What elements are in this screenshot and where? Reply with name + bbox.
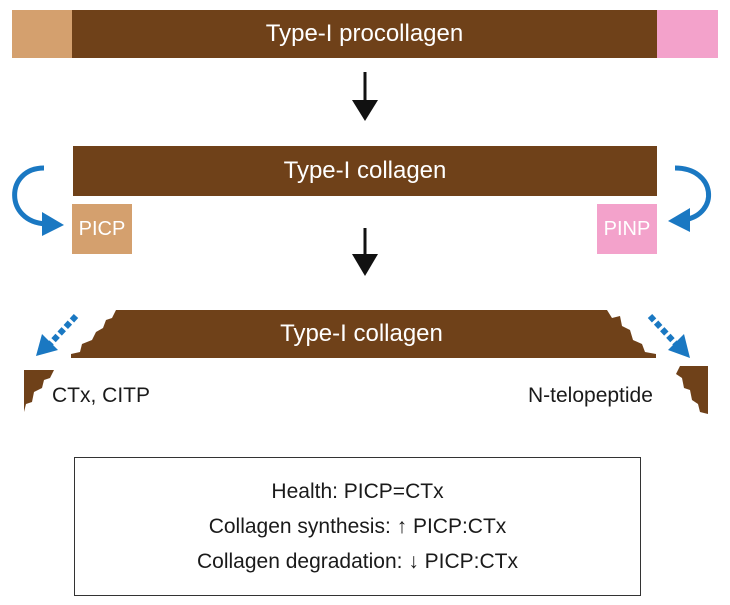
dashed-arrow-left-icon xyxy=(36,313,79,356)
collagen-label: Type-I collagen xyxy=(73,146,657,196)
procollagen-body xyxy=(72,10,657,58)
procollagen-label-text: Type-I procollagen xyxy=(265,20,464,47)
down-arrow-2-icon xyxy=(352,228,378,276)
summary-line-synthesis: Collagen synthesis: ↑ PICP:CTx xyxy=(208,515,507,538)
down-arrow-1-icon xyxy=(352,72,378,121)
collagen-body xyxy=(73,146,657,196)
procollagen-c-propeptide xyxy=(12,10,72,58)
degraded-collagen-label: Type-I collagen xyxy=(116,310,607,358)
degraded-collagen-body xyxy=(71,310,656,358)
summary-line-degradation: Collagen degradation: ↓ PICP:CTx xyxy=(197,550,518,573)
summary-box: Health: PICP=CTx Collagen synthesis: ↑ P… xyxy=(74,457,641,596)
picp-label-text: PICP xyxy=(78,217,126,240)
curved-arrow-left-icon xyxy=(12,165,64,236)
degraded-collagen-label-text: Type-I collagen xyxy=(280,320,443,347)
procollagen-n-propeptide xyxy=(657,10,718,58)
c-telopeptide-fragment xyxy=(24,370,54,412)
pinp-label-text: PINP xyxy=(603,217,651,240)
summary-line-health: Health: PICP=CTx xyxy=(271,480,444,503)
n-telopeptide-fragment xyxy=(676,366,708,414)
picp-fragment xyxy=(72,204,132,254)
picp-label: PICP xyxy=(72,204,132,254)
curved-arrow-right-icon xyxy=(668,165,711,232)
pinp-label: PINP xyxy=(597,204,657,254)
pinp-fragment xyxy=(597,204,657,254)
c-telopeptide-label: CTx, CITP xyxy=(52,384,150,407)
collagen-label-text: Type-I collagen xyxy=(283,157,447,184)
dashed-arrow-right-icon xyxy=(647,313,690,358)
procollagen-label: Type-I procollagen xyxy=(72,10,657,58)
n-telopeptide-label: N-telopeptide xyxy=(528,384,653,407)
